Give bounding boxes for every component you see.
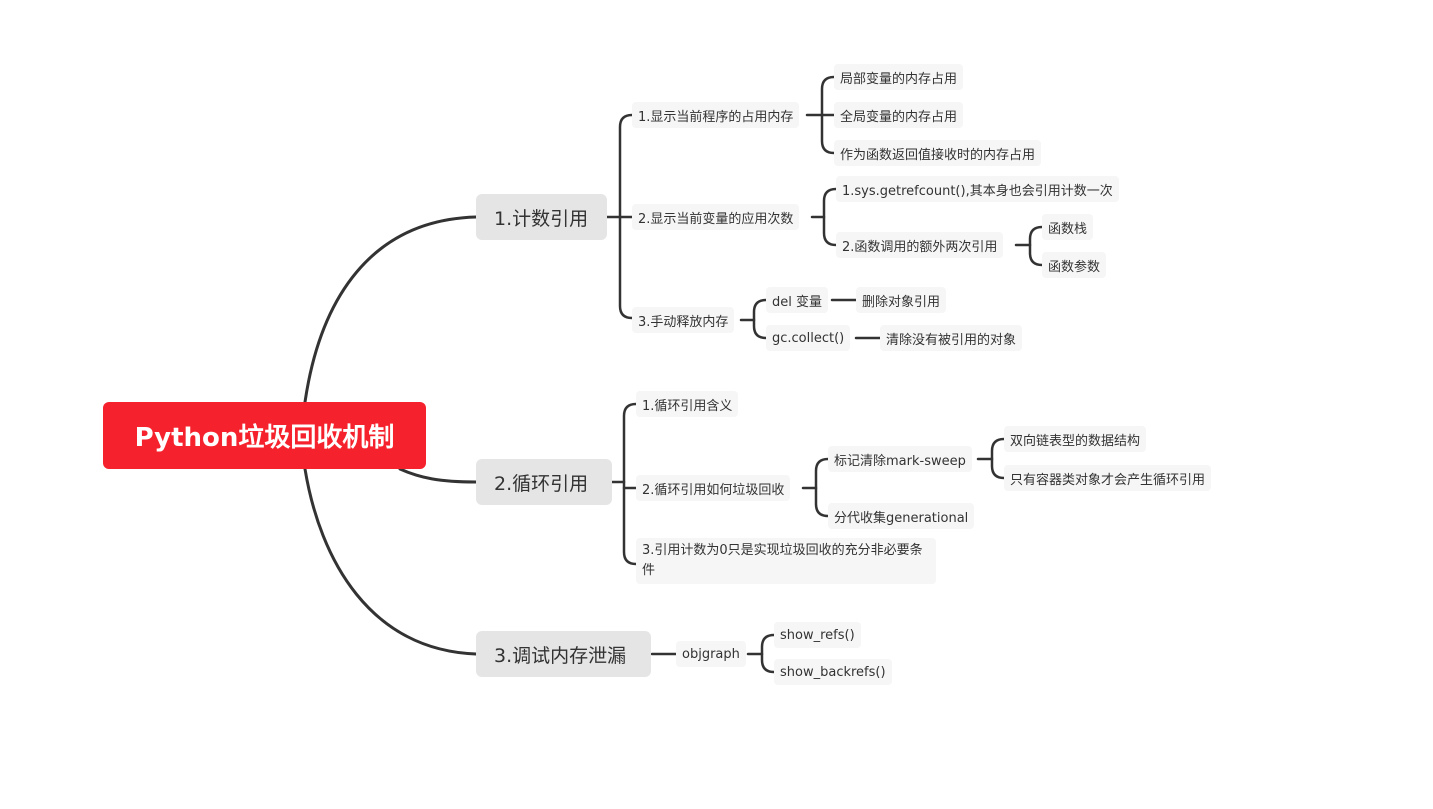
topic-ref-count[interactable]: 2.显示当前变量的应用次数 [632,204,800,230]
branch-debug-memory-leak[interactable]: 3.调试内存泄漏 [476,631,651,677]
branch-cyclic-reference[interactable]: 2.循环引用 [476,459,612,505]
topic-clear-unreferenced[interactable]: 清除没有被引用的对象 [880,325,1023,351]
topic-function-stack[interactable]: 函数栈 [1042,214,1094,240]
branch-reference-counting[interactable]: 1.计数引用 [476,194,607,240]
topic-show-refs[interactable]: show_refs() [774,622,861,648]
topic-objgraph[interactable]: objgraph [676,641,746,667]
topic-generational[interactable]: 分代收集generational [828,503,975,529]
topic-cyclic-gc[interactable]: 2.循环引用如何垃圾回收 [636,475,791,501]
topic-mark-sweep[interactable]: 标记清除mark-sweep [828,446,972,472]
topic-gc-collect[interactable]: gc.collect() [766,325,851,351]
topic-return-value-memory[interactable]: 作为函数返回值接收时的内存占用 [834,140,1042,166]
topic-del-variable[interactable]: del 变量 [766,287,828,313]
topic-show-backrefs[interactable]: show_backrefs() [774,659,892,685]
topic-global-var-memory[interactable]: 全局变量的内存占用 [834,102,964,128]
topic-delete-ref[interactable]: 删除对象引用 [856,287,947,313]
topic-container-objects[interactable]: 只有容器类对象才会产生循环引用 [1004,465,1212,491]
topic-local-var-memory[interactable]: 局部变量的内存占用 [834,64,964,90]
topic-cyclic-meaning[interactable]: 1.循环引用含义 [636,391,739,417]
topic-manual-release[interactable]: 3.手动释放内存 [632,307,735,333]
topic-getrefcount[interactable]: 1.sys.getrefcount(),其本身也会引用计数一次 [836,176,1119,202]
topic-show-memory[interactable]: 1.显示当前程序的占用内存 [632,102,800,128]
topic-doubly-linked-list[interactable]: 双向链表型的数据结构 [1004,426,1147,452]
topic-refcount-zero[interactable]: 3.引用计数为0只是实现垃圾回收的充分非必要条件 [636,538,936,584]
root-topic[interactable]: Python垃圾回收机制 [103,402,426,469]
topic-function-params[interactable]: 函数参数 [1042,252,1107,278]
topic-extra-refs[interactable]: 2.函数调用的额外两次引用 [836,232,1004,258]
